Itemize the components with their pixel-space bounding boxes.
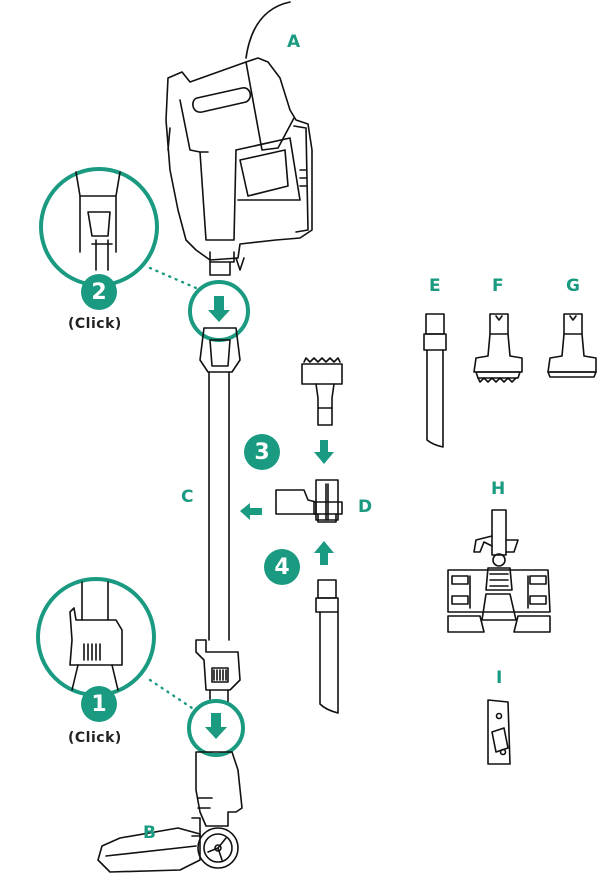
arrow-down-icon — [314, 440, 334, 464]
floor-nozzle — [97, 751, 243, 873]
hard-floor-tool-h — [447, 509, 551, 633]
arrow-up-icon — [314, 541, 334, 565]
crevice-tool-e — [423, 313, 447, 448]
motor-body — [165, 57, 313, 271]
arrow-down-icon — [208, 296, 230, 322]
wall-mount-i — [487, 699, 511, 765]
part-label-b: B — [143, 823, 156, 843]
arrow-down-icon — [205, 713, 227, 739]
step-badge-2: 2 — [81, 274, 117, 310]
part-label-f: F — [492, 276, 504, 296]
step-badge-4: 4 — [264, 549, 300, 585]
upholstery-tool-g — [547, 313, 597, 378]
part-label-h: H — [491, 479, 506, 499]
dusting-brush-attachment — [301, 357, 343, 426]
step-badge-1: 1 — [81, 686, 117, 722]
accessory-adapter — [275, 479, 343, 523]
arrow-left-icon — [240, 503, 262, 520]
step1-highlight-circle — [187, 699, 245, 757]
part-label-d: D — [358, 497, 373, 517]
step-badge-3: 3 — [244, 434, 280, 470]
power-cord — [245, 1, 291, 59]
part-label-g: G — [566, 276, 580, 296]
part-label-i: I — [496, 668, 503, 688]
part-label-a: A — [287, 32, 301, 52]
step-caption-2: (Click) — [68, 316, 122, 332]
extension-wand — [208, 371, 230, 641]
step-caption-1: (Click) — [68, 730, 122, 746]
dusting-brush-f — [473, 313, 523, 383]
part-label-c: C — [181, 487, 194, 507]
part-label-e: E — [429, 276, 441, 296]
zoom-callout-1 — [36, 577, 194, 710]
crevice-tool-attachment — [315, 579, 339, 714]
step2-highlight-circle — [188, 280, 250, 342]
